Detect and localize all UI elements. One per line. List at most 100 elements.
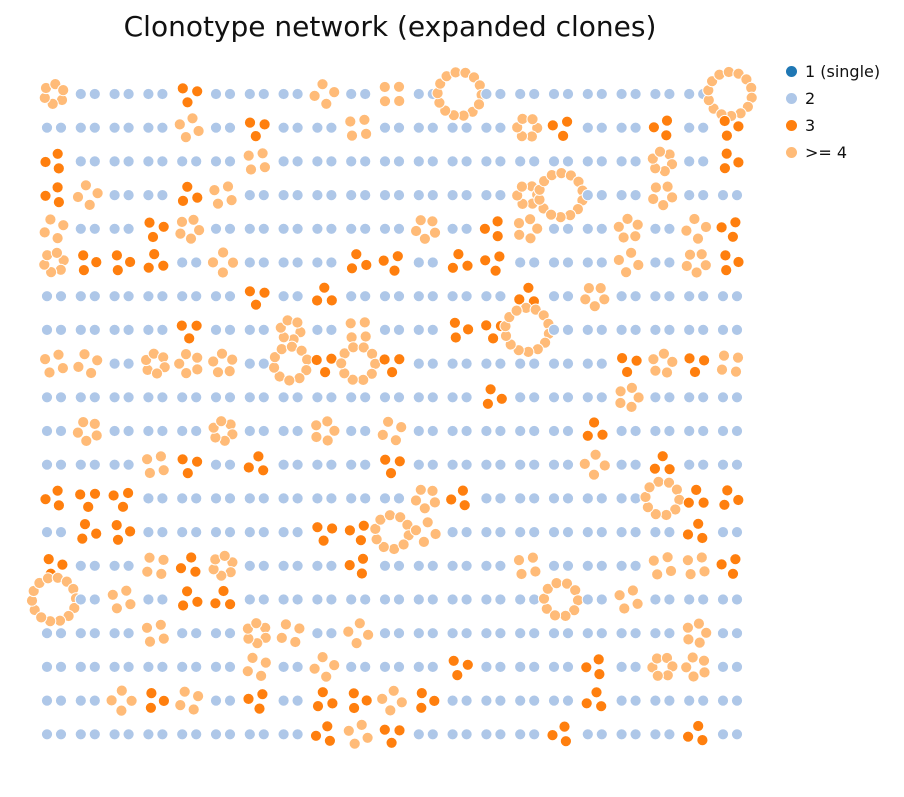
cell-node	[531, 222, 544, 235]
cell-node	[647, 121, 661, 134]
cell-node	[378, 155, 392, 168]
clone-component-size-2	[649, 728, 676, 741]
cell-node	[528, 728, 541, 741]
clone-component-size-3	[243, 116, 271, 143]
cell-node	[378, 593, 392, 606]
cell-node	[40, 526, 54, 539]
cell-node	[426, 593, 439, 606]
clone-component-size-2	[311, 323, 338, 336]
cell-node	[348, 701, 361, 715]
clone-component-size-2	[581, 87, 608, 101]
cell-node	[649, 627, 662, 640]
cell-node	[614, 385, 627, 398]
legend-item-size-3: 3	[786, 112, 880, 139]
cell-node	[392, 80, 406, 93]
cell-node	[143, 551, 156, 564]
cell-node	[647, 192, 660, 206]
cell-node	[223, 155, 237, 168]
cell-node	[242, 461, 255, 474]
cell-node	[615, 559, 628, 572]
cell-node	[325, 256, 338, 269]
cell-node	[428, 496, 441, 509]
clone-component-size-4plus	[409, 483, 441, 515]
clone-component-size-2	[547, 694, 575, 707]
cell-node	[393, 353, 406, 366]
cell-node	[88, 155, 101, 168]
cell-node	[580, 697, 593, 710]
cell-node	[392, 660, 406, 674]
cell-node	[730, 290, 744, 303]
cell-node	[417, 535, 430, 549]
cell-node	[242, 149, 255, 162]
cell-node	[378, 627, 392, 640]
clone-component-size-3	[581, 416, 609, 442]
cell-node	[480, 357, 493, 370]
clone-component-size-2	[716, 593, 744, 606]
clone-component-size-2	[176, 155, 203, 168]
cell-node	[647, 353, 660, 366]
cell-node	[122, 627, 135, 640]
cell-node	[446, 155, 459, 168]
cell-node	[510, 304, 523, 317]
cell-node	[695, 248, 708, 261]
cell-node	[325, 323, 338, 336]
cell-node	[190, 290, 203, 303]
cell-node	[54, 290, 68, 303]
clone-component-size-2	[514, 458, 541, 471]
cell-node	[277, 189, 290, 202]
cell-node	[77, 416, 90, 429]
clone-component-size-2	[277, 728, 304, 741]
cell-node	[291, 316, 304, 329]
cell-node	[83, 198, 96, 211]
cell-node	[88, 458, 101, 471]
cell-node	[190, 319, 203, 332]
clone-component-size-2	[615, 526, 642, 539]
cell-node	[651, 568, 664, 581]
cell-node	[494, 189, 507, 202]
cell-node	[346, 373, 359, 386]
cell-node	[683, 352, 696, 365]
cell-node	[108, 627, 121, 640]
cell-node	[649, 256, 662, 269]
cell-node	[91, 187, 104, 200]
clone-component-size-3	[39, 147, 65, 175]
cell-node	[629, 694, 642, 707]
cell-node	[54, 694, 68, 707]
cell-node	[209, 458, 223, 471]
cell-node	[243, 222, 256, 235]
clone-component-size-3	[110, 519, 137, 546]
cell-node	[452, 248, 465, 261]
cell-node	[524, 232, 537, 245]
clone-component-size-2	[243, 391, 270, 404]
cell-node	[243, 492, 256, 505]
cell-node	[692, 719, 705, 733]
clone-component-size-2	[446, 627, 473, 640]
clone-component-size-2	[345, 492, 372, 505]
cell-node	[684, 568, 697, 581]
cell-node	[460, 155, 473, 168]
cell-node	[154, 450, 167, 463]
clone-component-size-3	[513, 281, 541, 308]
cell-node	[193, 224, 206, 237]
cell-node	[291, 222, 304, 235]
clone-component-size-2	[243, 728, 270, 741]
cell-node	[412, 728, 425, 741]
cell-node	[625, 246, 638, 259]
cell-node	[456, 484, 469, 497]
cell-node	[660, 508, 673, 522]
cell-node	[681, 621, 695, 634]
cell-node	[528, 87, 541, 101]
clone-component-size-3	[580, 686, 608, 713]
cell-node	[108, 559, 121, 572]
cell-node	[178, 685, 191, 698]
cell-node	[514, 391, 527, 404]
clone-component-size-2	[311, 121, 338, 134]
cell-node	[392, 391, 406, 404]
clone-component-size-2	[311, 492, 338, 505]
cell-node	[176, 82, 189, 95]
cell-node	[359, 660, 372, 674]
cell-node	[378, 95, 392, 108]
clone-component-size-2	[412, 391, 439, 404]
cell-node	[378, 121, 392, 134]
